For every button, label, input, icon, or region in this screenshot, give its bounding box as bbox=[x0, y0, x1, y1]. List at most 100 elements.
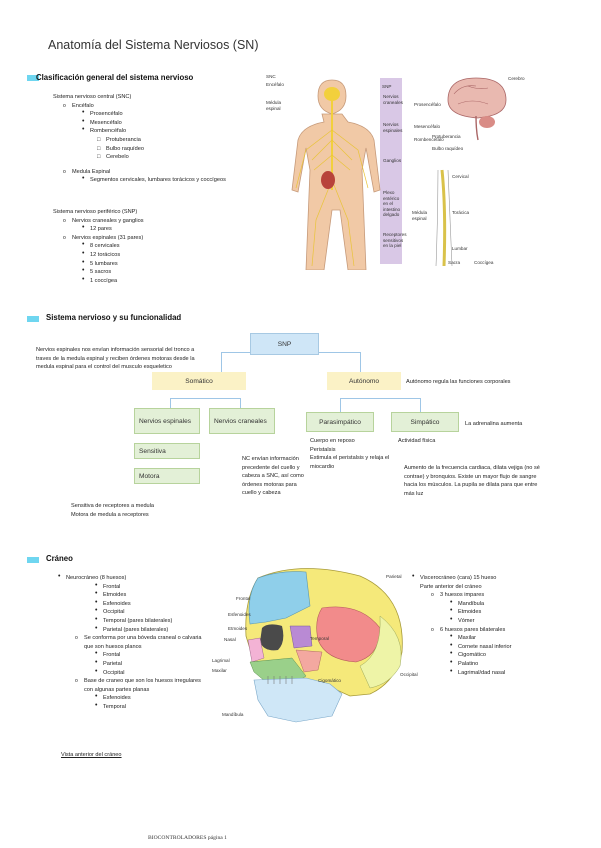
fig-label-plexo: Plexo entérico en el intestino delgado bbox=[383, 190, 401, 217]
fig-label-medula-espinal: Médula espinal bbox=[412, 210, 428, 221]
snp-outline: Sistema nervioso periférico (SNP) Nervio… bbox=[53, 208, 253, 285]
fig-label-snc: SNC bbox=[266, 74, 276, 79]
viscerocraneo-outline: Viscerocráneo (cara) 15 hueso Parte ante… bbox=[412, 573, 580, 677]
skull-illustration bbox=[245, 568, 403, 723]
espinales-sub-item: 1 coccígea bbox=[82, 276, 253, 286]
node-nervios-espinales: Nervios espinales bbox=[134, 408, 200, 434]
pares12-item: 12 pares bbox=[82, 224, 253, 234]
adrenalina-note: La adrenalina aumenta bbox=[465, 421, 523, 427]
sens-mot-note-2: Motora de medula a receptores bbox=[71, 511, 149, 518]
skull-figure: Parietal Frontal Esfenoides Etmoides Nas… bbox=[210, 566, 418, 726]
skull-label-cigomatico: Cigomático bbox=[318, 678, 341, 683]
section-heading-clasificacion: Clasificación general del sistema nervio… bbox=[36, 73, 194, 82]
neurocraneo-item: Neurocráneo (8 huesos) bbox=[58, 573, 236, 583]
sens-mot-note-1: Sensitiva de receptores a medula bbox=[71, 503, 155, 509]
fig-label-sacra: Sacra bbox=[448, 260, 461, 265]
viscerocraneo-sub: Parte anterior del cráneo bbox=[420, 583, 482, 590]
prosencefalo-item: Prosencéfalo bbox=[82, 109, 253, 119]
craneales-item: Nervios craneales y ganglios bbox=[63, 217, 253, 226]
neurocraneo-outline: Neurocráneo (8 huesos) Frontal Etmoides … bbox=[58, 573, 236, 712]
skull-label-temporal: Temporal bbox=[310, 636, 329, 641]
fig-label-lumbar: Lumbar bbox=[452, 246, 468, 251]
parasimpatico-notes: Cuerpo en reposo Peristalsis Estimula el… bbox=[310, 437, 392, 471]
base-sub-item: Temporal bbox=[95, 702, 236, 712]
node-motora: Motora bbox=[134, 468, 200, 484]
neuro-sub-item: Occipital bbox=[95, 607, 236, 617]
medula-item: Medula Espinal bbox=[63, 168, 253, 177]
fig-label-snp: SNP bbox=[382, 84, 392, 89]
skull-label-maxilar: Maxilar bbox=[212, 668, 227, 673]
connector bbox=[340, 398, 420, 399]
fig-label-prosencefalo: Prosencéfalo bbox=[414, 102, 441, 107]
boveda-item: Se conforma por una bóveda craneal o cal… bbox=[75, 634, 202, 651]
actividad-note: Actividad física bbox=[398, 438, 436, 444]
encefalo-label: Encéfalo bbox=[72, 102, 94, 109]
para-note-2: Peristalsis bbox=[310, 446, 336, 453]
section-marker bbox=[27, 316, 39, 322]
node-parasimpatico: Parasimpático bbox=[306, 412, 374, 432]
pares-item: 6 huesos pares bilaterales bbox=[431, 626, 580, 635]
impares-item: 3 huesos impares bbox=[431, 591, 580, 600]
viscerocraneo-item: Viscerocráneo (cara) 15 hueso bbox=[412, 573, 580, 583]
connector bbox=[170, 398, 240, 399]
rombencefalo-item: Rombencéfalo bbox=[82, 126, 253, 136]
boveda-sub-item: Frontal bbox=[95, 650, 236, 660]
impares-sub-item: Mandíbula bbox=[450, 599, 580, 609]
pares-sub-item: Cornete nasal inferior bbox=[450, 642, 518, 652]
neuro-sub-item: Etmoides bbox=[95, 590, 236, 600]
fig-label-protuberancia: Protuberancia bbox=[432, 134, 461, 139]
mesencefalo-item: Mesencéfalo bbox=[82, 118, 253, 128]
para-note-1: Cuerpo en reposo bbox=[310, 438, 355, 444]
nervous-system-illustration bbox=[262, 70, 507, 271]
espinales-sub-item: 8 cervicales bbox=[82, 241, 253, 251]
cerebelo-item: Cerebelo bbox=[97, 153, 253, 162]
node-simpatico: Simpático bbox=[391, 412, 459, 432]
pares-sub-item: Maxilar bbox=[450, 633, 580, 643]
section-marker bbox=[27, 557, 39, 563]
impares-sub-item: Vómer bbox=[450, 616, 580, 626]
connector bbox=[221, 352, 223, 374]
snp-title: Sistema nervioso periférico (SNP) bbox=[53, 209, 138, 215]
skull-label-frontal: Frontal bbox=[236, 596, 251, 601]
node-snp: SNP bbox=[250, 333, 319, 355]
boveda-sub-item: Parietal bbox=[95, 659, 236, 669]
base-item: Base de craneo que son los huesos irregu… bbox=[75, 677, 208, 694]
fig-label-cerebro: Cerebro bbox=[508, 76, 525, 81]
skull-label-esfenoides: Esfenoides bbox=[228, 612, 251, 617]
connector bbox=[420, 398, 422, 412]
boveda-sub-item: Occipital bbox=[95, 668, 236, 678]
skull-label-occipital: Occipital bbox=[400, 672, 418, 677]
fig-label-medula: Médula espinal bbox=[266, 100, 282, 111]
connector bbox=[360, 352, 362, 374]
skull-label-lagrimal: Lagrimal bbox=[212, 658, 230, 663]
section-marker bbox=[27, 75, 39, 81]
fig-label-receptores: Receptores sensitivos en la piel bbox=[383, 232, 407, 248]
connector bbox=[170, 398, 172, 408]
section-heading-craneo: Cráneo bbox=[46, 554, 73, 563]
snc-title: Sistema nervioso central (SNC) bbox=[53, 94, 132, 100]
para-note-3: Estimula el peristalsis y relaja el mioc… bbox=[310, 455, 390, 470]
page-title: Anatomía del Sistema Nerviosos (SN) bbox=[48, 38, 259, 52]
fig-label-rombencefalo: Rombencéfalo bbox=[414, 137, 444, 142]
node-nervios-craneales: Nervios craneales bbox=[209, 408, 275, 434]
connector bbox=[240, 398, 242, 408]
fig-label-nervios-craneales: Nervios craneales bbox=[383, 94, 403, 105]
nc-explanation: NC envían información precedente del cue… bbox=[242, 456, 304, 497]
autonomo-description: Autónomo regula las funciones corporales bbox=[406, 379, 511, 385]
connector bbox=[340, 398, 342, 412]
page-footer: BIOCONTROLADORES página 1 bbox=[148, 835, 227, 841]
neuro-sub-item: Esfenoides bbox=[95, 599, 236, 609]
fig-label-toracica: Torácica bbox=[452, 210, 470, 215]
segmentos-item: Segmentos cervicales, lumbares torácicos… bbox=[82, 175, 253, 185]
espinales-sub-item: 12 torácicos bbox=[82, 250, 253, 260]
fig-label-cervical: Cervical bbox=[452, 174, 469, 179]
fig-label-nervios-espinales: Nervios espinales bbox=[383, 122, 403, 133]
skull-label-parietal: Parietal bbox=[386, 574, 402, 579]
sensitiva-motora-notes: Sensitiva de receptores a medula Motora … bbox=[71, 502, 221, 519]
impares-sub-item: Etmoides bbox=[450, 607, 580, 617]
vista-anterior-link: Vista anterior del cráneo bbox=[61, 752, 122, 758]
protuberancia-item: Protuberancia bbox=[97, 136, 253, 145]
section-heading-funcionalidad: Sistema nervioso y su funcionalidad bbox=[46, 313, 182, 322]
node-autonomo: Autónomo bbox=[327, 372, 401, 390]
fig-label-ganglios: Ganglios bbox=[383, 158, 402, 163]
